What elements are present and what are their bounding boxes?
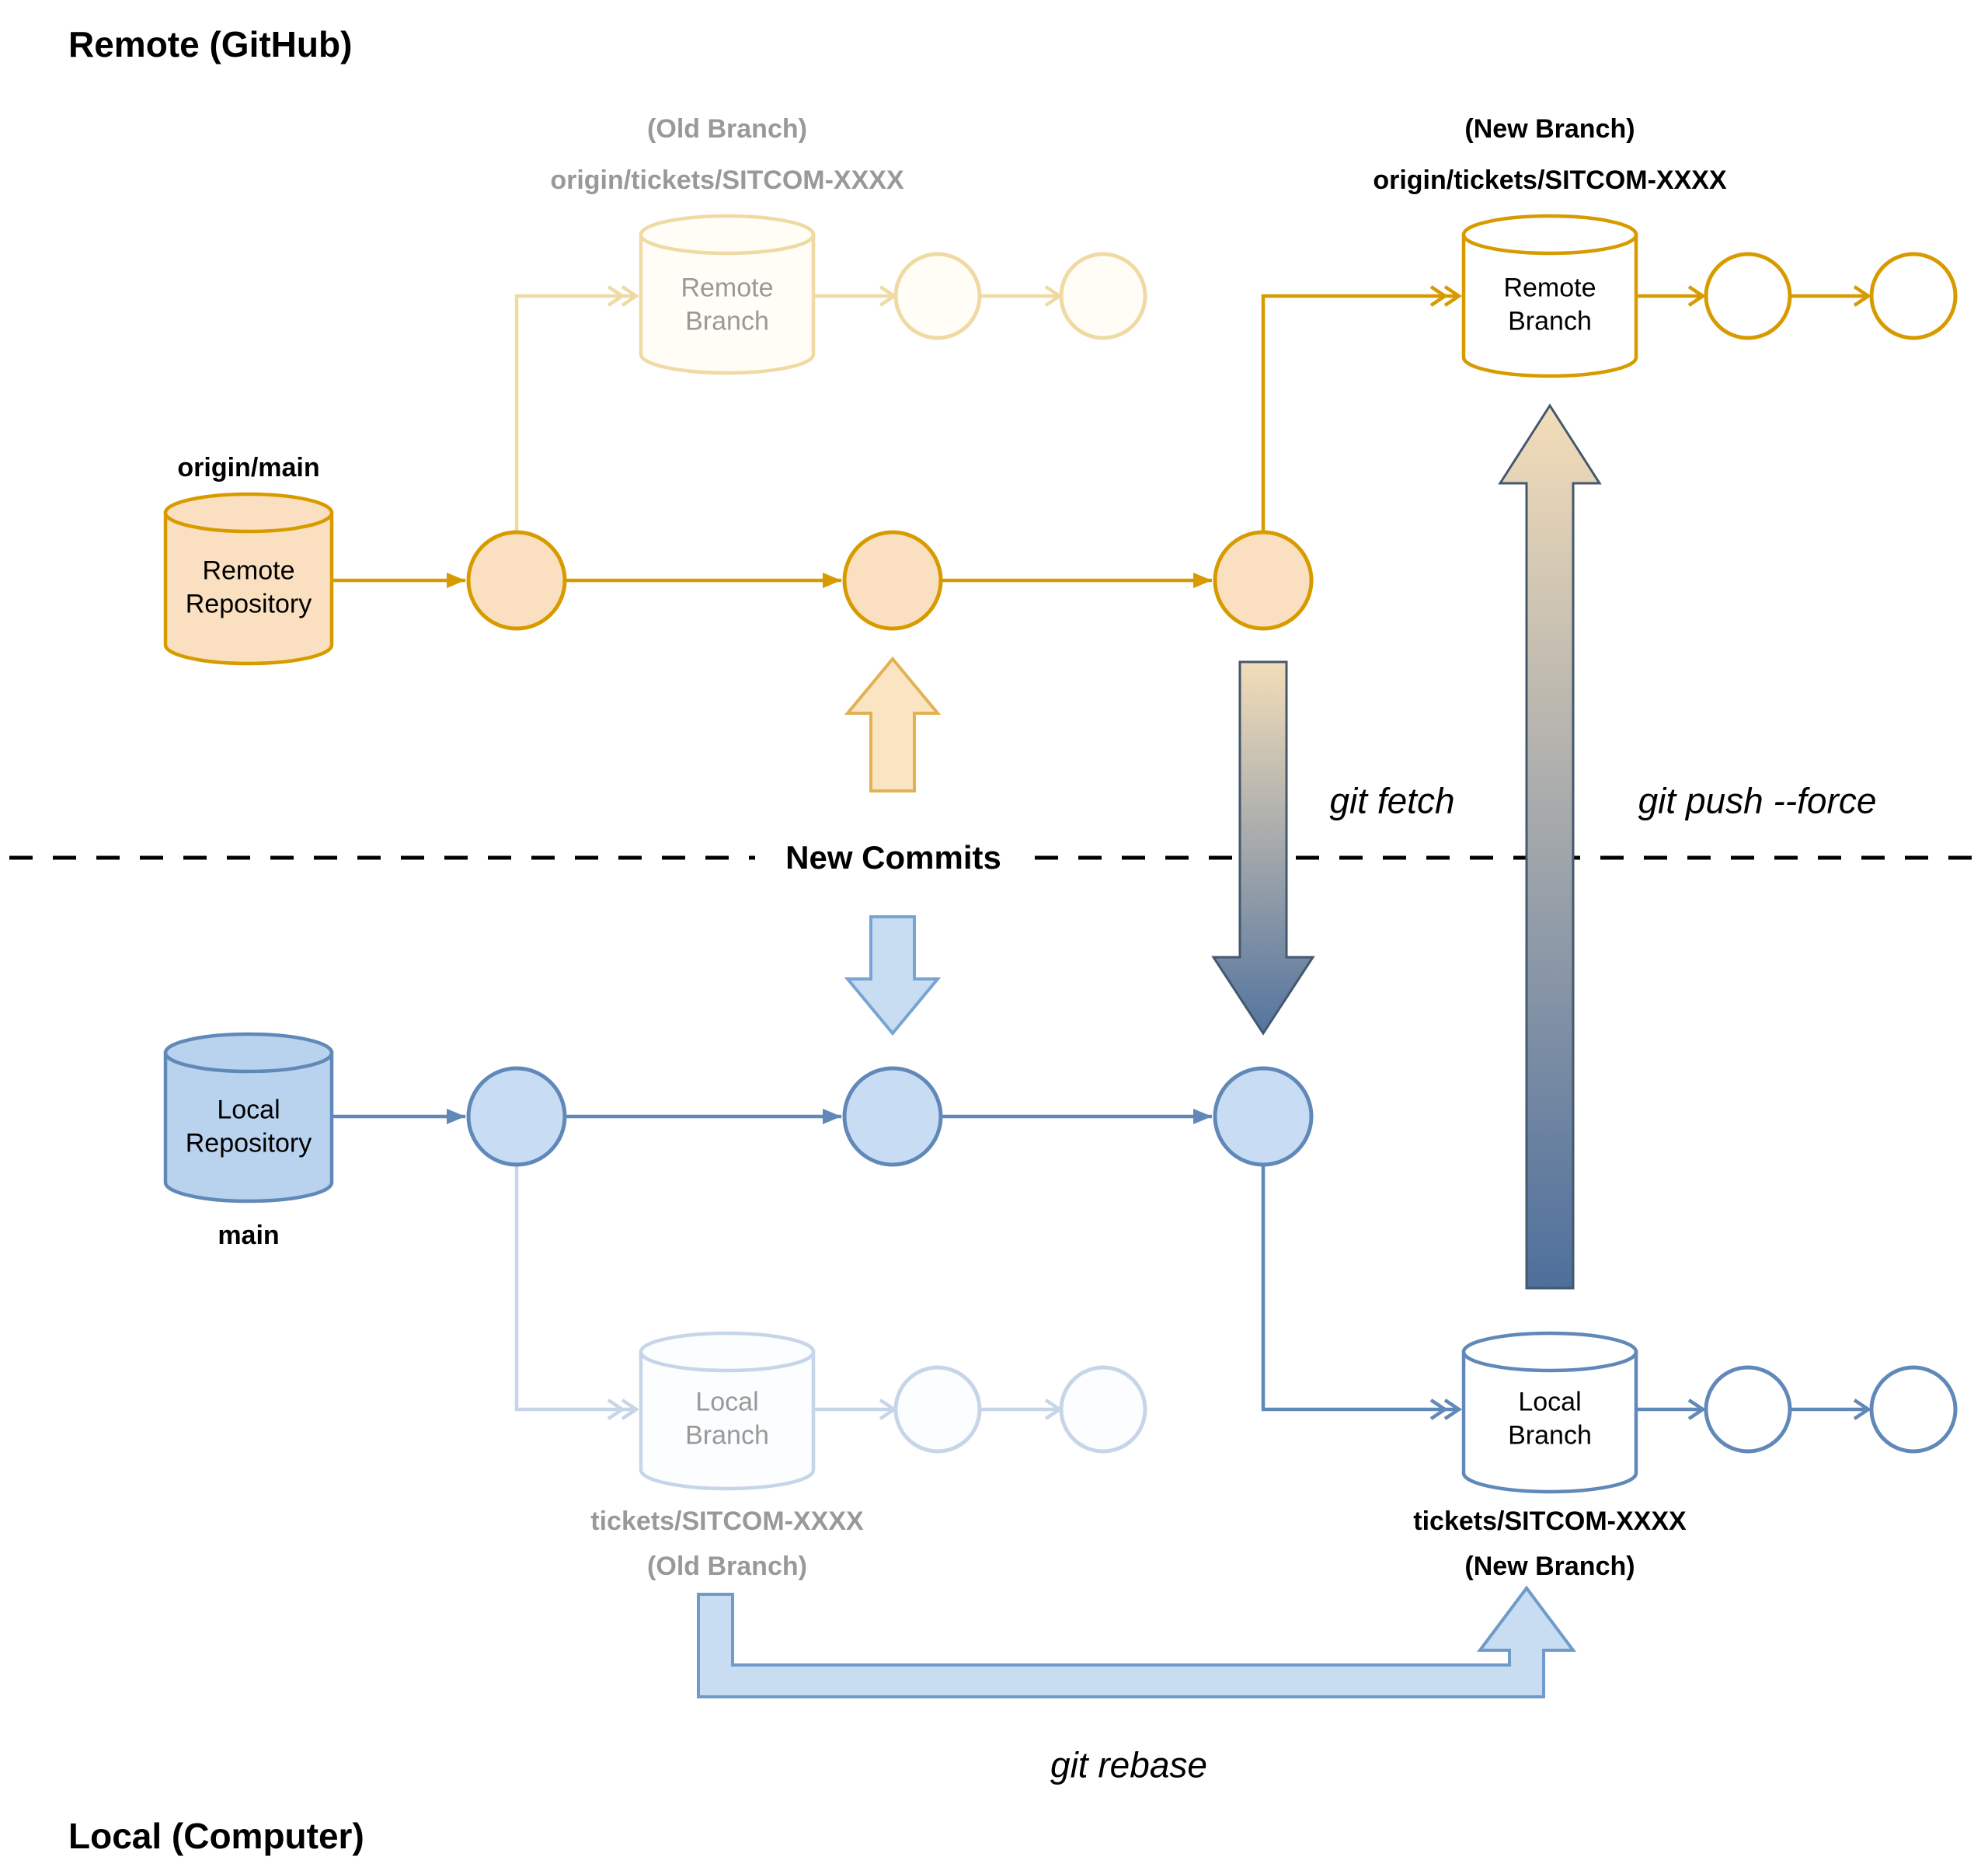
new-remote-branch-node-label: Remote Branch xyxy=(1503,273,1596,336)
remote-section-title: Remote (GitHub) xyxy=(68,24,353,64)
local-main-edges xyxy=(332,1109,1868,1409)
old-remote-branch-tag: (Old Branch) xyxy=(647,113,807,144)
edge-main-to-old-remote-branch xyxy=(514,296,636,531)
new-local-branch-cylinder xyxy=(1461,1331,1638,1494)
commit-node xyxy=(893,252,982,340)
git-rebase-label: git rebase xyxy=(1050,1744,1208,1785)
remote-old-branch-edges xyxy=(514,296,1060,531)
commit-node xyxy=(893,1365,982,1454)
old-local-branch-cylinder xyxy=(639,1331,816,1491)
commit-node xyxy=(842,1066,943,1167)
local-repository-cylinder xyxy=(163,1032,334,1203)
remote-repository-cylinder xyxy=(163,492,334,666)
new-local-branch-name: tickets/SITCOM-XXXX xyxy=(1413,1506,1687,1536)
old-remote-branch-name: origin/tickets/SITCOM-XXXX xyxy=(550,165,904,195)
edge-main-to-new-remote-branch xyxy=(1261,296,1459,531)
edge-main-to-new-local-branch xyxy=(1261,1166,1459,1409)
commit-node xyxy=(1869,252,1958,340)
commit-node xyxy=(466,530,567,631)
old-local-branch-tag: (Old Branch) xyxy=(647,1551,807,1581)
new-commits-down-arrow xyxy=(844,915,942,1036)
git-rebase-arrow xyxy=(697,1585,1576,1698)
local-main-commits xyxy=(466,1066,1314,1167)
local-new-branch-commits xyxy=(1704,1365,1958,1454)
new-remote-branch-name: origin/tickets/SITCOM-XXXX xyxy=(1373,165,1727,195)
local-old-branch-edges xyxy=(514,1166,1060,1409)
commit-node xyxy=(1213,530,1314,631)
commit-node xyxy=(1704,1365,1792,1454)
commit-node xyxy=(466,1066,567,1167)
remote-old-branch-commits xyxy=(893,252,1147,340)
new-remote-branch-tag: (New Branch) xyxy=(1464,113,1635,144)
commit-node xyxy=(1213,1066,1314,1167)
commit-node xyxy=(1704,252,1792,340)
local-old-branch-commits xyxy=(893,1365,1147,1454)
git-push-force-label: git push --force xyxy=(1638,780,1877,821)
commit-node xyxy=(1059,252,1147,340)
local-repository-label: Local Repository xyxy=(185,1095,312,1158)
main-label: main xyxy=(218,1220,280,1250)
remote-main-edges xyxy=(332,296,1868,588)
commit-node xyxy=(1059,1365,1147,1454)
local-section-title: Local (Computer) xyxy=(68,1816,364,1856)
git-fetch-arrow xyxy=(1211,660,1315,1036)
old-remote-branch-node-label: Remote Branch xyxy=(681,273,774,336)
new-remote-branch-cylinder xyxy=(1461,214,1638,378)
old-remote-branch-cylinder xyxy=(639,214,816,375)
remote-repository-label: Remote Repository xyxy=(185,556,312,619)
commit-node xyxy=(842,530,943,631)
new-local-branch-tag: (New Branch) xyxy=(1464,1551,1635,1581)
git-fetch-label: git fetch xyxy=(1329,780,1455,821)
old-local-branch-node-label: Local Branch xyxy=(685,1387,769,1451)
commit-node xyxy=(1869,1365,1958,1454)
remote-new-branch-commits xyxy=(1704,252,1958,340)
new-commits-up-arrow xyxy=(844,656,942,792)
origin-main-label: origin/main xyxy=(177,452,320,482)
edge-main-to-old-local-branch xyxy=(514,1166,636,1409)
new-commits-label: New Commits xyxy=(775,837,1012,879)
old-local-branch-name: tickets/SITCOM-XXXX xyxy=(590,1506,864,1536)
git-push-arrow xyxy=(1498,403,1602,1290)
new-local-branch-node-label: Local Branch xyxy=(1508,1387,1592,1451)
remote-main-commits xyxy=(466,530,1314,631)
